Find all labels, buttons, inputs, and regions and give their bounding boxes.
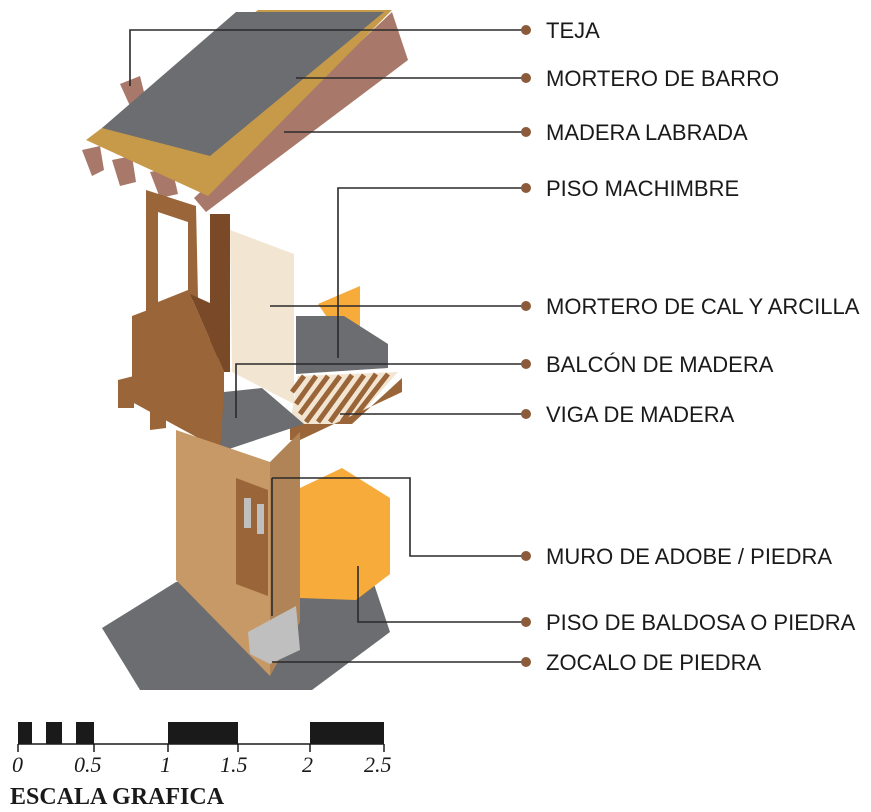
label-muro: MURO DE ADOBE / PIEDRA (546, 544, 832, 569)
orange-wall-lower (300, 468, 390, 600)
leader-piso-baldosa-end (521, 617, 531, 627)
rafter-end (112, 156, 136, 186)
window-frame (146, 190, 198, 314)
stone-plinth (248, 606, 300, 664)
label-mortero-cal: MORTERO DE CAL Y ARCILLA (546, 294, 860, 319)
leader-muro-end (521, 551, 531, 561)
beam-end-left-2 (150, 400, 166, 430)
label-piso-baldosa: PISO DE BALDOSA O PIEDRA (546, 610, 856, 635)
scale-segment (76, 722, 94, 744)
label-viga: VIGA DE MADERA (546, 402, 735, 427)
leader-mortero-cal-end (521, 301, 531, 311)
roof-assembly (82, 10, 408, 212)
scale-segment (168, 722, 238, 744)
label-zocalo: ZOCALO DE PIEDRA (546, 650, 761, 675)
leader-piso-machimbre (337, 187, 526, 358)
beam-end-left (118, 376, 134, 408)
leader-muro (272, 477, 526, 557)
label-teja: TEJA (546, 18, 600, 43)
leader-zocalo-end (521, 657, 531, 667)
scale-tick-label: 0 (12, 752, 23, 777)
leader-balcon-end (521, 359, 531, 369)
leader-viga-end (521, 409, 531, 419)
roof-wood-band (194, 12, 408, 212)
door-panel (244, 498, 251, 528)
scale-tick-label: 1 (160, 752, 171, 777)
scale-tick-label: 0.5 (74, 752, 102, 777)
label-mortero-barro: MORTERO DE BARRO (546, 66, 779, 91)
door-panel (257, 504, 264, 534)
scale-segment (46, 722, 62, 744)
wood-beam (290, 378, 402, 440)
leader-lines (129, 25, 531, 667)
scale-title: ESCALA GRAFICA (10, 784, 225, 810)
leader-piso-machimbre-end (521, 183, 531, 193)
leader-mortero-barro-end (521, 73, 531, 83)
leader-balcon (235, 363, 526, 418)
scale-tick-label: 1.5 (220, 752, 248, 777)
scale-segment (310, 722, 384, 744)
label-madera-labrada: MADERA LABRADA (546, 120, 748, 145)
door (236, 478, 268, 596)
labels: TEJA MORTERO DE BARRO MADERA LABRADA PIS… (546, 18, 860, 675)
label-piso-machimbre: PISO MACHIMBRE (546, 176, 739, 201)
rafter-end (82, 146, 104, 176)
graphic-scale: 0 0.5 1 1.5 2 2.5 ESCALA GRAFICA (10, 722, 392, 810)
upper-slab (220, 388, 304, 452)
leader-teja (129, 29, 526, 86)
leader-piso-baldosa (357, 566, 526, 623)
label-balcon: BALCÓN DE MADERA (546, 352, 774, 377)
lower-floor (102, 430, 390, 690)
scale-tick-label: 2 (302, 752, 313, 777)
scale-tick-label: 2.5 (364, 752, 392, 777)
roof-tile-layer (102, 12, 384, 156)
dark-floor-upper (296, 316, 388, 374)
scale-segment (18, 722, 32, 744)
upper-floor (118, 190, 402, 452)
leader-madera-labrada-end (521, 127, 531, 137)
balcony-railing-side (190, 294, 230, 372)
lime-mortar-panel (230, 230, 294, 404)
leader-teja-end (521, 25, 531, 35)
